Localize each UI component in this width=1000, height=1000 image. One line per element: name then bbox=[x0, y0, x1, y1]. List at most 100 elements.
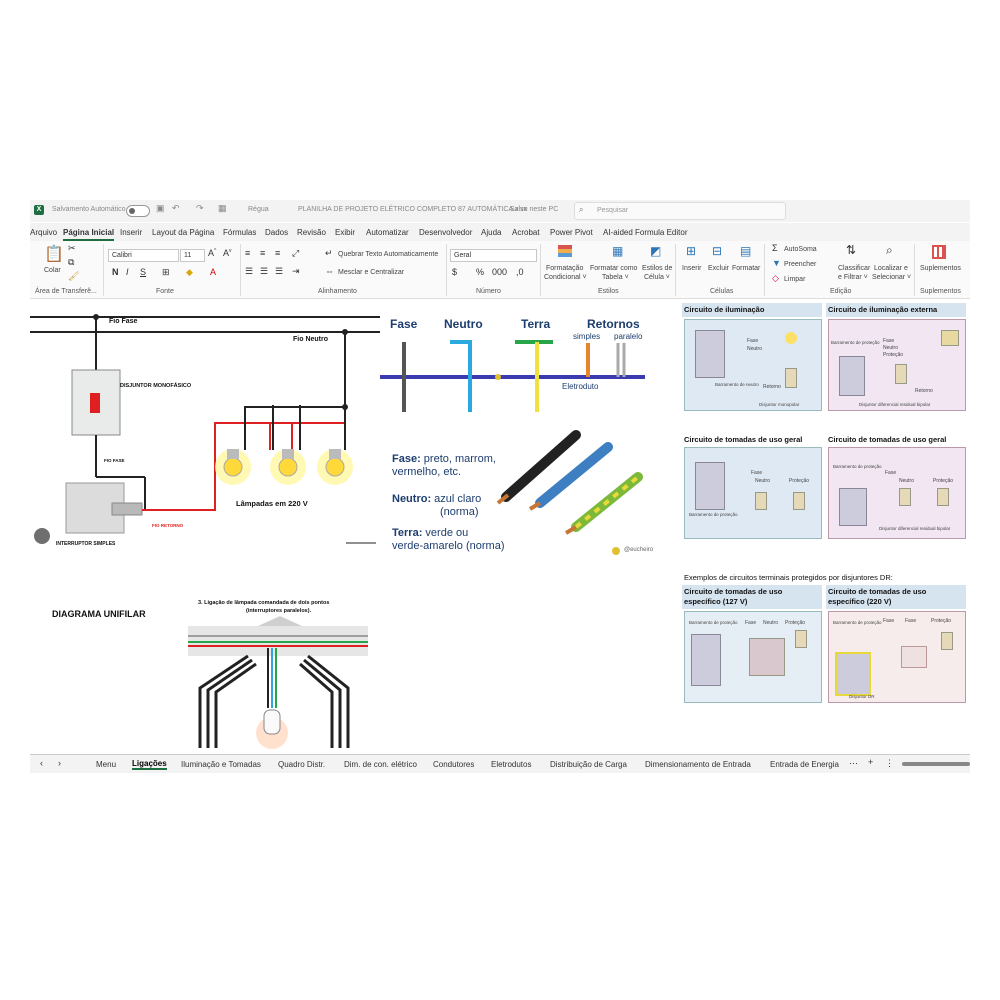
underline-icon[interactable]: S bbox=[140, 267, 147, 277]
cut-icon[interactable]: ✂ bbox=[68, 243, 76, 253]
fill-color-icon[interactable]: ◆ bbox=[186, 267, 193, 277]
more-tabs-icon[interactable]: ⋯ bbox=[849, 758, 858, 768]
horizontal-scrollbar[interactable] bbox=[902, 762, 970, 766]
wrap-text-icon[interactable]: ↵ bbox=[325, 248, 333, 258]
sort-filter-button-2[interactable]: e Filtrar ˅ bbox=[838, 274, 868, 281]
sheet-tab-quadro[interactable]: Quadro Distr. bbox=[278, 760, 326, 769]
format-cells-icon[interactable]: ▤ bbox=[740, 244, 752, 258]
italic-icon[interactable]: I bbox=[126, 267, 129, 277]
menu-acrobat[interactable]: Acrobat bbox=[512, 228, 540, 237]
menu-power-pivot[interactable]: Power Pivot bbox=[550, 228, 593, 237]
align-left-icon[interactable]: ☰ bbox=[245, 266, 254, 276]
clear-button[interactable]: Limpar bbox=[784, 276, 806, 283]
sort-filter-icon[interactable]: ⇅ bbox=[846, 243, 857, 257]
sheet-tab-iluminacao[interactable]: Iluminação e Tomadas bbox=[181, 760, 261, 769]
indent-icon[interactable]: ⇥ bbox=[292, 266, 300, 276]
paste-button[interactable]: Colar bbox=[44, 267, 61, 274]
fase-desc-term: Fase: bbox=[392, 453, 421, 465]
font-size-select[interactable]: 11 bbox=[180, 249, 205, 262]
thousands-icon[interactable]: 000 bbox=[492, 267, 508, 277]
sheet-tab-dim-entrada[interactable]: Dimensionamento de Entrada bbox=[645, 760, 751, 769]
find-select-button[interactable]: Localizar e bbox=[874, 265, 908, 272]
align-middle-icon[interactable]: ≡ bbox=[260, 248, 266, 258]
menu-dados[interactable]: Dados bbox=[265, 228, 289, 237]
addins-button[interactable]: Suplementos bbox=[920, 265, 961, 272]
clear-icon[interactable]: ◇ bbox=[772, 273, 779, 283]
borders-icon[interactable]: ⊞ bbox=[162, 267, 170, 277]
delete-cells-icon[interactable]: ⊟ bbox=[712, 244, 723, 258]
format-cells-button[interactable]: Formatar bbox=[732, 265, 761, 272]
menu-revisao[interactable]: Revisão bbox=[297, 228, 326, 237]
format-table-icon[interactable]: ▦ bbox=[612, 244, 624, 258]
paste-icon[interactable]: 📋 bbox=[44, 246, 64, 263]
autosave-toggle[interactable] bbox=[126, 205, 150, 217]
font-color-icon[interactable]: A bbox=[210, 267, 217, 277]
conditional-format-button-2[interactable]: Condicional ˅ bbox=[544, 274, 587, 281]
save-status[interactable]: Salvo neste PC bbox=[510, 206, 559, 213]
insert-cells-icon[interactable]: ⊞ bbox=[686, 244, 697, 258]
percent-icon[interactable]: % bbox=[476, 267, 485, 277]
delete-cells-button[interactable]: Excluir bbox=[708, 265, 730, 272]
menu-ai-formula[interactable]: AI-aided Formula Editor bbox=[603, 228, 688, 237]
menu-arquivo[interactable]: Arquivo bbox=[30, 228, 58, 237]
sheet-tab-ligacoes[interactable]: Ligações bbox=[132, 759, 167, 770]
sort-filter-button[interactable]: Classificar bbox=[838, 265, 871, 272]
table-icon[interactable]: ▦ bbox=[218, 203, 227, 213]
sheet-tab-condutores[interactable]: Condutores bbox=[433, 760, 475, 769]
align-right-icon[interactable]: ☰ bbox=[275, 266, 284, 276]
sheet-tab-distribuicao[interactable]: Distribuição de Carga bbox=[550, 760, 627, 769]
orientation-icon[interactable]: ⤢ bbox=[292, 248, 300, 258]
menu-inserir[interactable]: Inserir bbox=[120, 228, 143, 237]
menu-desenvolvedor[interactable]: Desenvolvedor bbox=[419, 228, 473, 237]
align-bottom-icon[interactable]: ≡ bbox=[275, 248, 281, 258]
search-box[interactable]: ⌕ Pesquisar bbox=[574, 202, 786, 220]
undo-icon[interactable]: ↶ bbox=[172, 203, 180, 213]
menu-layout[interactable]: Layout da Página bbox=[152, 228, 215, 237]
find-select-icon[interactable]: ⌕ bbox=[886, 243, 893, 257]
cell-styles-button[interactable]: Estilos de bbox=[642, 265, 673, 272]
align-top-icon[interactable]: ≡ bbox=[245, 248, 251, 258]
addins-icon[interactable] bbox=[932, 245, 946, 259]
conditional-format-icon[interactable] bbox=[558, 245, 572, 257]
menu-pagina-inicial[interactable]: Página Inicial bbox=[63, 228, 115, 241]
conditional-format-button[interactable]: Formatação bbox=[546, 265, 584, 272]
sheet-tab-eletrodutos[interactable]: Eletrodutos bbox=[491, 760, 532, 769]
increase-font-icon[interactable]: A^ bbox=[208, 248, 217, 258]
wrap-text-button[interactable]: Quebrar Texto Automaticamente bbox=[338, 251, 439, 258]
merge-icon[interactable]: ⇔ bbox=[325, 266, 334, 276]
bold-icon[interactable]: N bbox=[112, 267, 119, 277]
save-icon[interactable]: ▣ bbox=[156, 203, 165, 213]
cell-styles-icon[interactable]: ◩ bbox=[650, 244, 662, 258]
sheet-tab-entrada-energia[interactable]: Entrada de Energia bbox=[770, 760, 839, 769]
align-center-icon[interactable]: ☰ bbox=[260, 266, 269, 276]
format-painter-icon[interactable]: 🖌 bbox=[68, 271, 80, 281]
tabs-next-icon[interactable]: › bbox=[58, 758, 61, 768]
fill-button[interactable]: Preencher bbox=[784, 261, 817, 268]
sheet-tab-dim-con[interactable]: Dim. de con. elétrico bbox=[344, 760, 417, 769]
decimal-icon[interactable]: ,0 bbox=[516, 267, 524, 277]
sheet-tab-menu[interactable]: Menu bbox=[96, 760, 117, 769]
cell-styles-button-2[interactable]: Célula ˅ bbox=[644, 274, 670, 281]
find-select-button-2[interactable]: Selecionar ˅ bbox=[872, 274, 912, 281]
currency-icon[interactable]: $ bbox=[452, 267, 458, 277]
insert-cells-button[interactable]: Inserir bbox=[682, 265, 702, 272]
add-sheet-icon[interactable]: + bbox=[868, 757, 874, 767]
format-table-button[interactable]: Formatar como bbox=[590, 265, 638, 272]
copy-icon[interactable]: ⧉ bbox=[68, 257, 75, 267]
menu-exibir[interactable]: Exibir bbox=[335, 228, 356, 237]
font-name-select[interactable]: Calibri bbox=[108, 249, 179, 262]
decrease-font-icon[interactable]: Av bbox=[223, 248, 232, 258]
tab-menu-icon[interactable]: ⋮ bbox=[885, 758, 894, 768]
menu-automatizar[interactable]: Automatizar bbox=[366, 228, 409, 237]
redo-icon[interactable]: ↷ bbox=[196, 203, 204, 213]
ruler-label[interactable]: Régua bbox=[248, 206, 269, 213]
format-table-button-2[interactable]: Tabela ˅ bbox=[602, 274, 629, 281]
tabs-prev-icon[interactable]: ‹ bbox=[40, 758, 43, 768]
autosum-button[interactable]: AutoSoma bbox=[784, 246, 817, 253]
merge-center-button[interactable]: Mesclar e Centralizar bbox=[338, 269, 405, 276]
menu-formulas[interactable]: Fórmulas bbox=[223, 228, 257, 237]
fill-icon[interactable]: ▼ bbox=[772, 258, 781, 268]
menu-ajuda[interactable]: Ajuda bbox=[481, 228, 502, 237]
autosum-icon[interactable]: Σ bbox=[772, 243, 778, 253]
number-format-select[interactable]: Geral bbox=[450, 249, 537, 262]
